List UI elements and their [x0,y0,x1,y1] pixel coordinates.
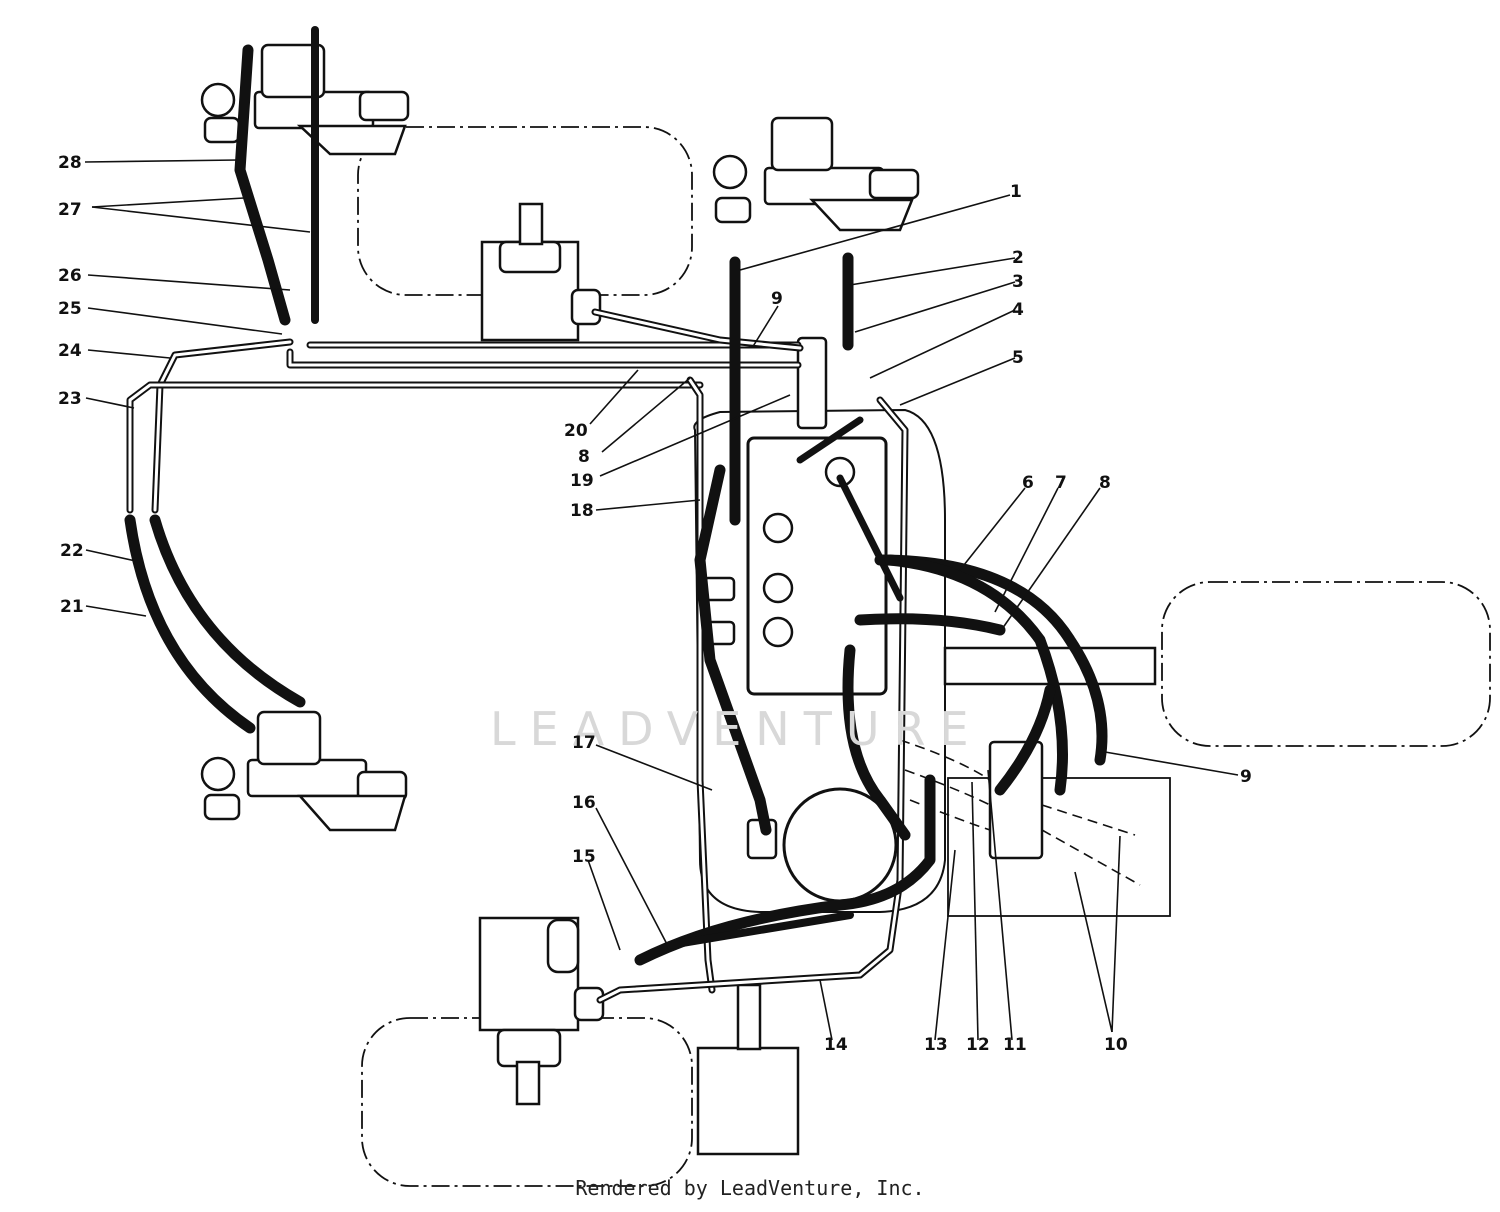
callout-18: 18 [570,501,594,521]
callout-5: 5 [1012,348,1024,368]
rigid-tubes [126,308,909,1004]
credit-text: Rendered by LeadVenture, Inc. [575,1176,925,1200]
flexible-hoses [124,26,1108,966]
callout-3: 3 [1012,272,1024,292]
callout-2: 2 [1012,248,1024,268]
callout-20: 20 [564,421,588,441]
callout-23: 23 [58,389,82,409]
cylinder-unit-top-left [200,43,410,156]
callout-7: 7 [1055,473,1067,493]
callout-9-right: 9 [1240,767,1252,787]
callout-28: 28 [58,153,82,173]
callout-10: 10 [1104,1035,1128,1055]
tire-outlines [357,126,1491,1187]
callout-9-top: 9 [771,289,783,309]
hidden-lines [899,739,1141,886]
cylinder-unit-top-right [712,116,920,232]
callout-26: 26 [58,266,82,286]
hub-assembly-top [480,202,602,342]
callout-13: 13 [924,1035,948,1055]
callout-6: 6 [1022,473,1034,493]
callout-16: 16 [572,793,596,813]
cylinder-unit-bottom-left [200,710,408,832]
callout-21: 21 [60,597,84,617]
callout-17: 17 [572,733,596,753]
callout-1: 1 [1010,182,1022,202]
callout-12: 12 [966,1035,990,1055]
callout-19: 19 [570,471,594,491]
callout-22: 22 [60,541,84,561]
callout-27: 27 [58,200,82,220]
leader-lines [84,159,1239,1041]
callout-numbers: 1 2 3 4 5 6 7 8 9 9 8 20 19 18 28 27 26 … [58,153,1252,1055]
callout-15: 15 [572,847,596,867]
watermark: LEADVENTURE [490,702,983,756]
callout-11: 11 [1003,1035,1027,1055]
callout-25: 25 [58,299,82,319]
callout-8-left: 8 [578,447,590,467]
callout-14: 14 [824,1035,848,1055]
callout-24: 24 [58,341,82,361]
hub-assembly-bottom [478,916,605,1106]
callout-8-right: 8 [1099,473,1111,493]
callout-4: 4 [1012,300,1024,320]
